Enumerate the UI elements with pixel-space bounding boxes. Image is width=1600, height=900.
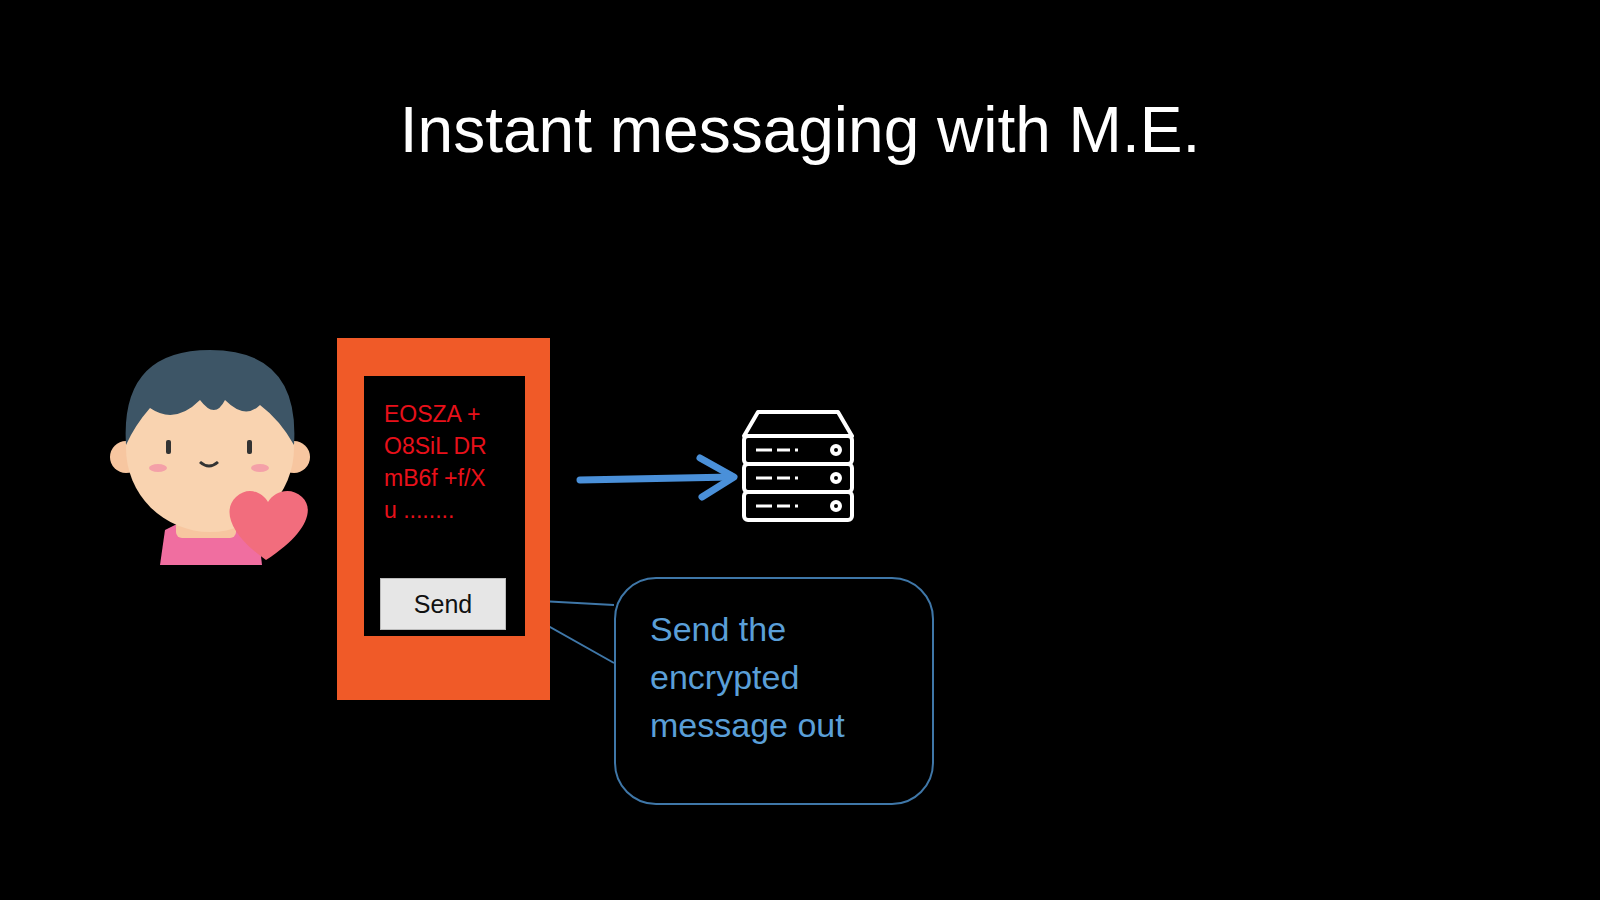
phone: EOSZA +O8SiL DRmB6f +f/X u ........ Send [337,338,550,700]
callout-bubble: Send the encrypted message out [614,577,934,805]
person-icon [110,350,310,565]
title: Instant messaging with M.E. [0,92,1600,168]
send-arrow [580,458,734,497]
server-icon [744,412,852,520]
button-label: Send [381,579,505,629]
encrypted-text: EOSZA +O8SiL DRmB6f +f/X u ........ [384,398,488,526]
callout-text: Send the encrypted message out [650,605,912,749]
send-button: Send [380,578,506,630]
